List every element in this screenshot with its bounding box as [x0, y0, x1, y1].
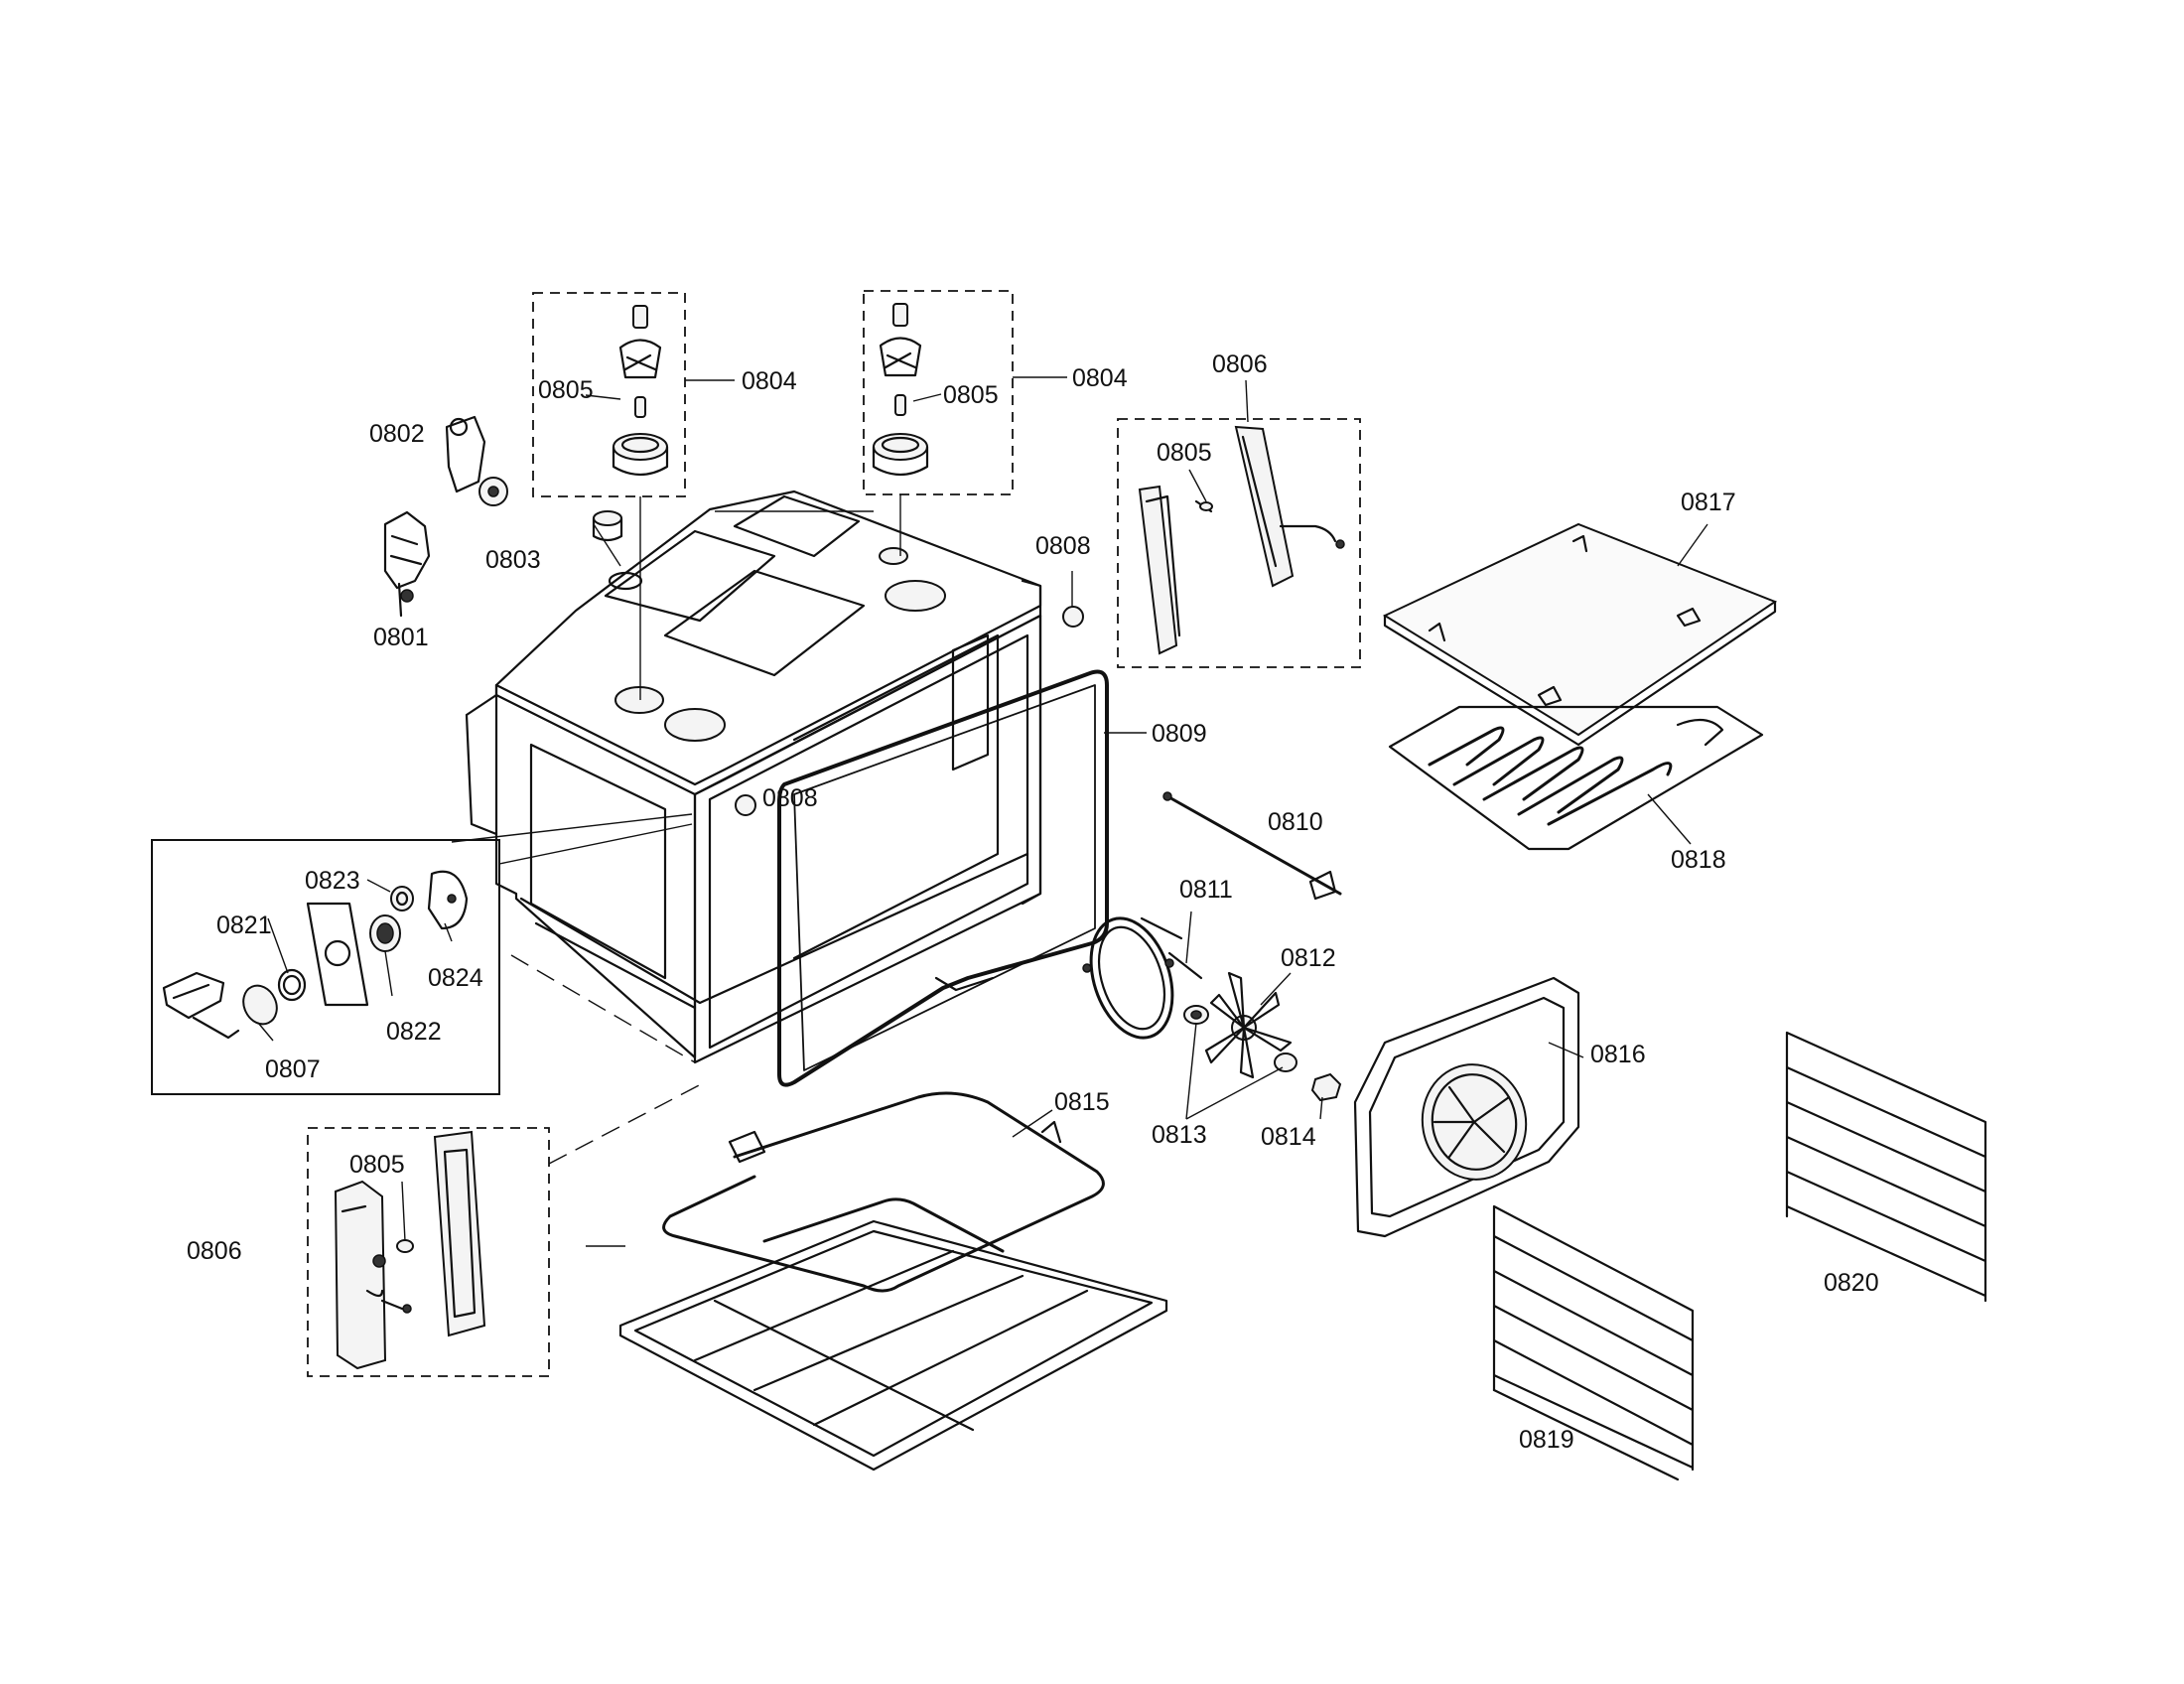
- mounting-plate-part: [306, 902, 369, 1007]
- bake-element-part: [618, 1091, 1168, 1472]
- label-0809: 0809: [1152, 720, 1207, 748]
- plug-front-part: [735, 794, 756, 816]
- bearing-part: [369, 914, 401, 952]
- label-0804-right: 0804: [1072, 364, 1128, 392]
- label-0824: 0824: [428, 964, 483, 992]
- label-0813: 0813: [1152, 1121, 1207, 1149]
- label-0817: 0817: [1681, 489, 1736, 516]
- bushing-part: [390, 886, 414, 912]
- door-lock-motor-part: [383, 510, 431, 618]
- label-0814: 0814: [1261, 1123, 1316, 1151]
- convection-fan-ring-part: [1082, 916, 1203, 1040]
- plug-top-part: [1062, 606, 1084, 628]
- lamp-assembly-box-right: [863, 290, 1014, 495]
- lamp-socket-part: [592, 510, 623, 542]
- label-0808-front: 0808: [762, 784, 818, 812]
- nut-part: [1310, 1072, 1342, 1102]
- lamp-assembly-box-left: [532, 292, 686, 497]
- label-0805-bottom-housing: 0805: [349, 1151, 405, 1179]
- label-0818: 0818: [1671, 846, 1726, 874]
- label-0822: 0822: [386, 1018, 442, 1046]
- door-lock-detail-box: [151, 839, 500, 1095]
- side-lamp-housing-bottom-part: [334, 1130, 486, 1370]
- side-lamp-box-bottom: [307, 1127, 550, 1377]
- label-0803: 0803: [485, 546, 541, 574]
- label-0823: 0823: [305, 867, 360, 895]
- label-0806-bottom: 0806: [187, 1237, 242, 1265]
- label-0816: 0816: [1590, 1041, 1646, 1068]
- label-0805-top-housing: 0805: [1157, 439, 1212, 467]
- convection-fan-blade-part: [1204, 971, 1293, 1079]
- label-0805-left-lamp: 0805: [538, 376, 594, 404]
- label-0804-left: 0804: [742, 367, 797, 395]
- door-gasket-part: [777, 669, 1109, 1087]
- side-lamp-housing-top-part: [1138, 425, 1345, 655]
- leader-lines: [257, 376, 1708, 1247]
- motor-part: [445, 415, 508, 506]
- label-0810: 0810: [1268, 808, 1323, 836]
- label-0811: 0811: [1179, 876, 1233, 904]
- lamp-assembly-right-part: [872, 303, 929, 477]
- label-0807: 0807: [265, 1055, 321, 1083]
- label-0801: 0801: [373, 624, 429, 651]
- label-0802: 0802: [369, 420, 425, 448]
- label-0806-top: 0806: [1212, 351, 1268, 378]
- label-0812: 0812: [1281, 944, 1336, 972]
- lamp-assembly-left-part: [612, 305, 669, 477]
- oven-cavity-part: [465, 490, 1042, 1064]
- bracket-part: [427, 870, 469, 930]
- temperature-sensor-part: [1162, 791, 1342, 901]
- label-0819: 0819: [1519, 1426, 1574, 1454]
- oven-rack-right-part: [1785, 1031, 1987, 1303]
- top-panel-part: [1382, 522, 1778, 747]
- label-0805-right-lamp: 0805: [943, 381, 999, 409]
- oven-rack-left-part: [1492, 1204, 1695, 1481]
- rear-fan-cover-part: [1353, 976, 1580, 1238]
- label-0808-top: 0808: [1035, 532, 1091, 560]
- side-lamp-box-top: [1117, 418, 1361, 668]
- broil-element-part: [1388, 705, 1764, 851]
- label-0821: 0821: [216, 912, 272, 939]
- label-0815: 0815: [1054, 1088, 1110, 1116]
- label-0820: 0820: [1824, 1269, 1879, 1297]
- door-lock-switch-part: [162, 968, 307, 1040]
